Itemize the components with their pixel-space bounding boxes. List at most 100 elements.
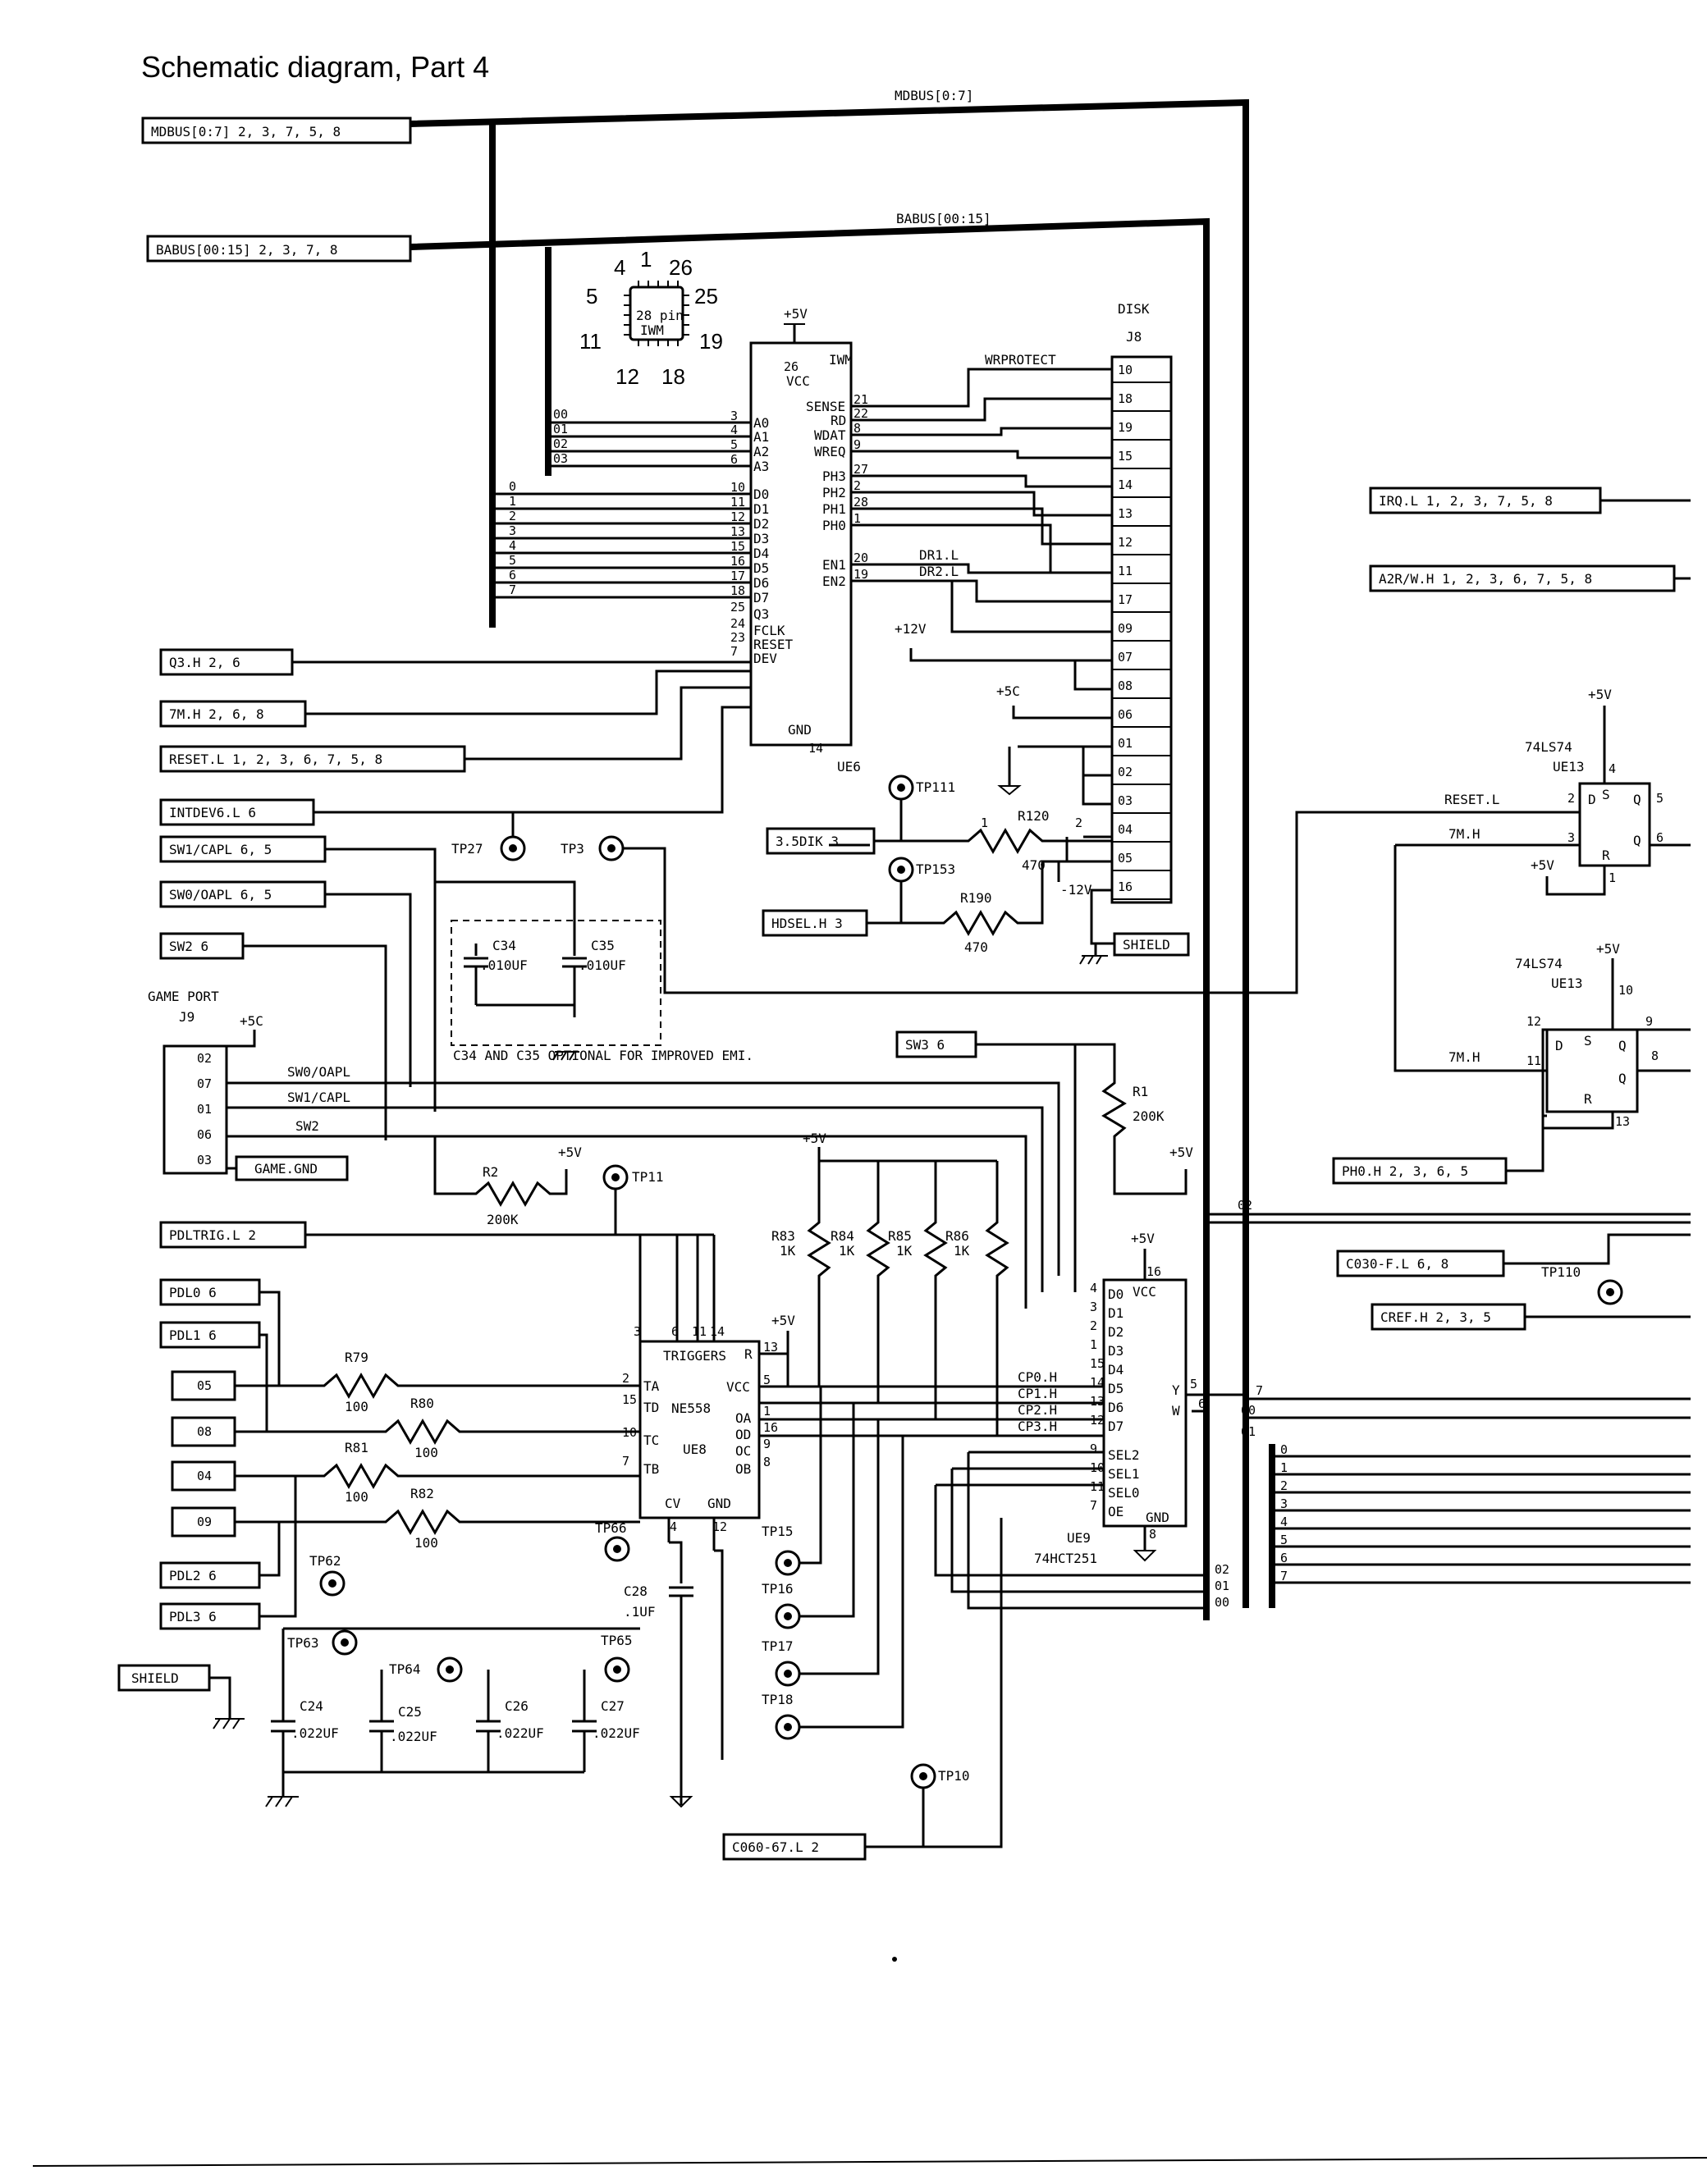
c35-ref: C35 — [591, 938, 615, 953]
right-ports: IRQ.L 1, 2, 3, 7, 5, 8 A2R/W.H 1, 2, 3, … — [1332, 487, 1691, 1331]
r80-ref: R80 — [410, 1396, 434, 1411]
right-data-bit: 4 — [1280, 1515, 1288, 1529]
page-bottom-rule — [32, 2157, 1707, 2167]
ue6-pin-num: 2 — [854, 478, 861, 493]
net-dr2: DR2.L — [919, 564, 959, 579]
right-data-bit: 1 — [1280, 1460, 1288, 1475]
cp-nets: CP0.H CP1.H CP2.H CP3.H 02 01 00 — [759, 1369, 1229, 1610]
babus: BABUS[00:15] BABUS[00:15] 2, 3, 7, 8 — [146, 211, 1210, 1620]
port-ph0: PH0.H 2, 3, 6, 5 — [1342, 1163, 1468, 1179]
ue6-pin-num: 5 — [730, 437, 738, 452]
game-port-ref: J9 — [179, 1009, 194, 1025]
cp1: CP1.H — [1018, 1386, 1057, 1401]
ue8-top-pin: 14 — [710, 1324, 725, 1339]
ue6-pin-num: 17 — [730, 569, 745, 583]
tp18-label: TP18 — [762, 1692, 794, 1707]
ue13a-p5v-r: +5V — [1531, 857, 1554, 873]
ue6-pin-num: 4 — [730, 423, 738, 437]
c24-ref: C24 — [300, 1698, 323, 1714]
ue6-pin-num: 3 — [730, 409, 738, 423]
ue13b-ref: UE13 — [1551, 975, 1583, 991]
r79-ref: R79 — [345, 1350, 368, 1365]
ue13a-reset: RESET.L — [1444, 792, 1499, 807]
ue9-pin-name: D2 — [1108, 1324, 1124, 1340]
c27-value: .022UF — [593, 1725, 640, 1741]
j8-pin: 08 — [1118, 679, 1133, 693]
r79-value: 100 — [345, 1399, 368, 1414]
ue6-pin-name: A0 — [753, 415, 769, 431]
r84-value: 1K — [839, 1243, 855, 1259]
right-data-bit: 3 — [1280, 1496, 1288, 1511]
sel-bit: 01 — [1215, 1579, 1229, 1593]
port-sw3: SW3 6 — [905, 1037, 945, 1053]
c28: C28 .1UF — [624, 1541, 724, 1808]
ue9-y: Y — [1172, 1382, 1180, 1398]
r190-ref: R190 — [960, 890, 992, 906]
ue6-pin-name: SENSE — [806, 399, 845, 414]
mdbus-label: MDBUS[0:7] — [895, 88, 973, 103]
ue6-pin-num: 12 — [730, 509, 745, 524]
ue9-gnd-pin: 8 — [1149, 1527, 1156, 1542]
ue9-pin-name: D6 — [1108, 1400, 1124, 1415]
ue9-pin-name: D1 — [1108, 1305, 1124, 1321]
ue6-pin-name: DEV — [753, 651, 777, 666]
ue8-pin-num: 1 — [763, 1404, 771, 1419]
ue8-ref: UE8 — [683, 1442, 707, 1457]
ue6-pin-name: WREQ — [814, 444, 846, 459]
ue6-pin-name: PH3 — [822, 468, 846, 484]
ue6-ref: UE6 — [837, 759, 861, 774]
ue13a-part: 74LS74 — [1525, 739, 1572, 755]
svg-text:Q: Q — [1618, 1038, 1627, 1053]
ue6-pin-num: 6 — [730, 452, 738, 467]
pullup-resistors: +5V R83 1K R84 1K R85 1K R86 1K — [771, 1131, 1009, 1436]
iwm-pin-label: 19 — [699, 329, 723, 354]
port-7mh: 7M.H 2, 6, 8 — [169, 706, 264, 722]
net-sw1: SW1/CAPL — [287, 1090, 350, 1105]
tp10: TP10 C060-67.L 2 — [722, 1518, 1003, 1861]
port-c060: C060-67.L 2 — [732, 1839, 819, 1855]
mdbus-port — [141, 117, 412, 144]
port-35dik — [766, 827, 876, 855]
svg-text:D: D — [1588, 792, 1596, 807]
ue9-part: 74HCT251 — [1034, 1551, 1097, 1566]
port-a2rw: A2R/W.H 1, 2, 3, 6, 7, 5, 8 — [1379, 571, 1592, 587]
ue9-pin-num: 13 — [1090, 1394, 1105, 1409]
mdbus-bit: 1 — [509, 494, 516, 509]
ue8-top-pin: 3 — [634, 1324, 641, 1339]
right-data-bit: 2 — [1280, 1478, 1288, 1493]
iwm-package-line2: IWM — [640, 322, 664, 338]
tp110: TP110 — [1541, 1264, 1623, 1305]
net-sw2: SW2 — [295, 1118, 319, 1134]
c25-ref: C25 — [398, 1704, 422, 1720]
game-port-title: GAME PORT — [148, 989, 219, 1004]
ue6-pin-num: 25 — [730, 600, 745, 615]
ue6-pin-name: WDAT — [814, 427, 846, 443]
r81-value: 100 — [345, 1489, 368, 1505]
mdbus-bit: 2 — [509, 509, 516, 523]
j8-title: DISK — [1118, 301, 1150, 317]
iwm-package-line1: 28 pin — [636, 308, 684, 323]
ue8-top-pin: 11 — [692, 1324, 707, 1339]
svg-text:Q: Q — [1633, 792, 1641, 807]
j9-pin: 06 — [197, 1127, 212, 1142]
babus-port — [146, 235, 412, 263]
tp27: TP27 — [451, 812, 526, 861]
tp111: TP111 — [888, 774, 955, 841]
r86-value: 1K — [954, 1243, 970, 1259]
ue9-pin-name: D7 — [1108, 1419, 1124, 1434]
ue6-pin-name: D7 — [753, 590, 769, 605]
r2-value: 200K — [487, 1212, 519, 1227]
j8-ref: J8 — [1126, 329, 1142, 345]
iwm-pin-label: 25 — [694, 284, 718, 308]
ue8-pin-num: 10 — [622, 1425, 637, 1440]
tp66: TP66 — [595, 1520, 630, 1562]
ue6-pin-name: D2 — [753, 516, 769, 532]
ue6-pin-name: RESET — [753, 637, 794, 652]
port-sw2: SW2 6 — [169, 939, 208, 954]
ue6-pin-num: 11 — [730, 495, 745, 509]
c35-value: .010UF — [579, 957, 626, 973]
port-pdl3: PDL3 6 — [169, 1609, 217, 1624]
babus-address-lines: 00 01 02 03 — [548, 407, 751, 468]
ue9-w: W — [1172, 1403, 1180, 1419]
pdl-resistors: 05 08 04 09 R79 100 R80 100 R81 100 R82 … — [171, 1291, 640, 1618]
